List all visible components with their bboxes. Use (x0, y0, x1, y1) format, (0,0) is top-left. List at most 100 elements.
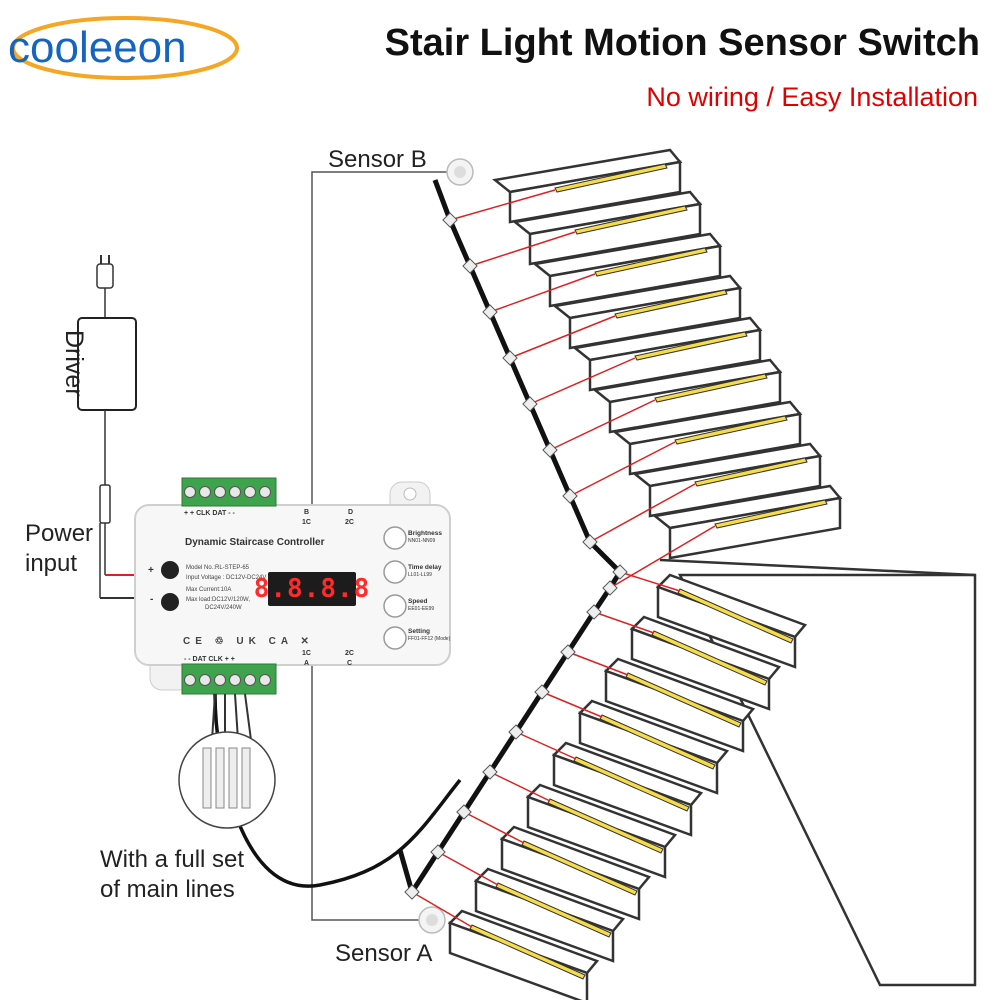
strip-wire (567, 651, 629, 676)
led-strip (554, 163, 668, 193)
strip-wire (489, 273, 596, 313)
port-d-top: D (348, 509, 354, 516)
strip-wire (437, 851, 499, 886)
strip-wire (463, 811, 525, 844)
staircase (447, 148, 977, 1000)
wire-bundle-icon (178, 693, 276, 829)
led-strip (547, 798, 664, 854)
terminal-screw (214, 674, 226, 686)
led-strip (654, 373, 768, 403)
controller-buttons (383, 526, 407, 650)
strip-wire (509, 315, 616, 359)
top-terminal-labels: + + CLK DAT - - (184, 510, 235, 517)
led-strip (469, 924, 586, 980)
stair-riser (548, 244, 722, 308)
port-c-top: 2C (345, 650, 354, 657)
stair-riser (568, 286, 742, 350)
power-input-label-2: input (25, 550, 78, 577)
terminal-screw (244, 674, 256, 686)
terminal-screws (184, 486, 271, 686)
terminal-screw (244, 486, 256, 498)
driver-cable (99, 410, 150, 599)
led-strip (574, 205, 688, 235)
led-strip (651, 630, 768, 686)
strip-wire (449, 189, 556, 221)
controller-button (383, 526, 407, 550)
cooleeon-logo: cooleeon (8, 16, 239, 80)
strip-connector-icon (542, 442, 558, 458)
driver-box (77, 317, 137, 411)
strip-connector-icon (462, 258, 478, 274)
page-subtitle: No wiring / Easy Installation (646, 82, 978, 112)
led-strip (614, 289, 728, 319)
strip-connector-icon (586, 604, 602, 620)
led-digits: 8.8.8.8 (253, 574, 371, 604)
terminal-screw (199, 486, 211, 498)
terminal-screw (184, 486, 196, 498)
strip-connector-icon (612, 564, 628, 580)
sensor-b-icon (446, 158, 474, 186)
controller-button (383, 594, 407, 618)
driver-label: Driver (60, 330, 88, 397)
led-strip (594, 247, 708, 277)
strip-wire (589, 483, 696, 543)
stair-riser (668, 496, 842, 560)
port-a-bottom: A (304, 660, 310, 667)
controller-input-voltage: Input Voltage : DC12V-DC24V (186, 575, 267, 581)
terminal-screw (214, 486, 226, 498)
terminal-screw (184, 674, 196, 686)
strip-wire (569, 441, 676, 497)
stair-riser (588, 328, 762, 392)
certification-marks: CE ♲ UK CA ✕ (183, 636, 314, 647)
stair-riser (628, 412, 802, 476)
strip-wire (469, 231, 576, 267)
port-b-bottom: 1C (302, 519, 311, 526)
strip-connector-icon (430, 844, 446, 860)
bottom-terminal-labels: - - DAT CLK + + (184, 656, 235, 663)
controller-max-current: Max Current:10A (186, 587, 232, 593)
controller-model: Model No.:RL-STEP-65 (186, 565, 250, 571)
controller-max-load-1: Max load:DC12V/120W, (186, 597, 251, 603)
led-strip (694, 457, 808, 487)
stair-riser (528, 202, 702, 266)
controller-name: Dynamic Staircase Controller (185, 537, 325, 548)
led-strip (573, 756, 690, 812)
led-strip (677, 588, 794, 644)
led-strip (674, 415, 788, 445)
strip-connector-icon (560, 644, 576, 660)
power-input-label-1: Power (25, 520, 94, 547)
page-title: Stair Light Motion Sensor Switch (384, 22, 980, 64)
led-strip (714, 499, 828, 529)
port-a-top: 1C (302, 650, 311, 657)
strip-connector-icon (442, 212, 458, 228)
strip-connector-icon (582, 534, 598, 550)
power-minus-sign: - (150, 594, 154, 605)
strip-wire (411, 891, 473, 928)
port-b-top: B (304, 509, 310, 516)
svg-text:cooleeon: cooleeon (8, 23, 187, 72)
led-strip (599, 714, 716, 770)
strip-connectors (404, 189, 716, 928)
strip-connector-icon (502, 350, 518, 366)
stair-riser (508, 160, 682, 224)
main-lines-label-2: of main lines (100, 876, 235, 903)
main-lines-label-1: With a full set (100, 846, 245, 873)
terminal-screw (229, 674, 241, 686)
led-strip (521, 840, 638, 896)
strip-wire (619, 571, 681, 592)
strip-connector-icon (482, 764, 498, 780)
strip-wire (515, 731, 577, 760)
led-strip (495, 882, 612, 938)
stair-riser (648, 454, 822, 518)
sensor-a-icon (418, 906, 446, 934)
strip-connector-icon (534, 684, 550, 700)
controller-button (383, 626, 407, 650)
led-strip (634, 331, 748, 361)
terminal-screw (229, 486, 241, 498)
terminal-screw (199, 674, 211, 686)
